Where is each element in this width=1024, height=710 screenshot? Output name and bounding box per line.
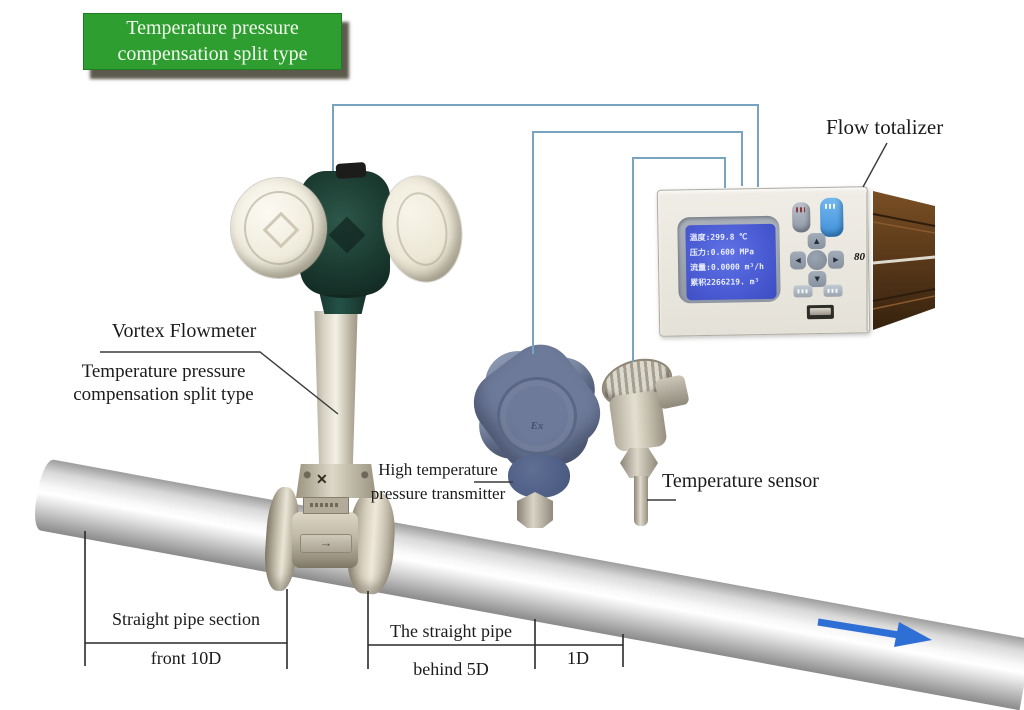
totalizer-size-marking: 80 (854, 251, 865, 263)
lcd-line-total: 累积2266219. m³ (690, 277, 760, 288)
totalizer-set-button[interactable] (791, 202, 811, 233)
dim-front-text-line1: Straight pipe section (112, 609, 260, 629)
totalizer-right-bottom-button[interactable] (823, 284, 843, 297)
lcd-line-flow: 流量:0.0000 m³/h (690, 261, 764, 273)
totalizer-lcd-screen: 温度:299.8 ℃ 压力:0.600 MPa 流量:0.0000 m³/h 累… (685, 223, 777, 301)
lcd-line-temperature: 温度:299.8 ℃ (689, 232, 748, 243)
totalizer-left-bottom-button[interactable] (793, 285, 813, 298)
flow-totalizer-panel: 温度:299.8 ℃ 压力:0.600 MPa 流量:0.0000 m³/h 累… (656, 186, 871, 337)
pressure-transmitter-face: Ex (497, 377, 577, 455)
temperature-sensor-conduit (654, 374, 690, 410)
vortex-sublabel-line1: Temperature pressure (81, 361, 246, 382)
pressure-transmitter-lower-cell (508, 454, 570, 498)
vortex-flowmeter-sublabel: Temperature pressure compensation split … (56, 360, 271, 406)
usb-port (806, 304, 835, 320)
dpad-up-icon[interactable]: ▲ (807, 232, 826, 250)
pressure-transmitter-label-line1: High temperature (378, 460, 498, 479)
flowmeter-brand-x-icon: ✕ (316, 473, 328, 488)
dpad-left-icon[interactable]: ◀ (789, 251, 807, 270)
flowmeter-bracket (296, 464, 376, 498)
flow-direction-tag-icon: → (319, 535, 333, 550)
cable-flowmeter-to-totalizer (332, 104, 759, 187)
flowmeter-direction-plate: → (300, 534, 352, 553)
pressure-transmitter-label: High temperature pressure transmitter (356, 458, 520, 506)
totalizer-screen-bezel: 温度:299.8 ℃ 压力:0.600 MPa 流量:0.0000 m³/h 累… (677, 215, 781, 304)
lcd-line-pressure: 压力:0.600 MPa (689, 247, 755, 258)
pressure-transmitter-hex-fitting (517, 492, 553, 528)
leader-flow-totalizer (862, 142, 888, 188)
temperature-sensor-hex-nut (620, 448, 658, 478)
flowmeter-stem (314, 311, 358, 469)
vortex-sublabel-line2: compensation split type (73, 384, 254, 405)
title-badge-line2: compensation split type (117, 43, 308, 65)
dpad-right-icon[interactable]: ▶ (827, 250, 845, 269)
dim-behind-text-line2: behind 5D (413, 659, 489, 679)
ex-marking: Ex (530, 420, 544, 432)
flowmeter-head-top-knob (335, 161, 367, 180)
totalizer-menu-button[interactable] (819, 197, 844, 238)
temperature-sensor-label: Temperature sensor (662, 470, 819, 492)
title-badge: Temperature pressure compensation split … (83, 13, 342, 70)
title-badge-line1: Temperature pressure (126, 17, 299, 39)
flowmeter-nameplate (303, 497, 349, 514)
dpad-center-button[interactable] (806, 249, 828, 271)
flowmeter-end-cap-left (231, 178, 327, 278)
dim-behind-text-line1: The straight pipe (390, 621, 512, 641)
totalizer-dpad[interactable]: ▲ ▼ ◀ ▶ (789, 232, 845, 288)
dim-front-text-line2: front 10D (150, 648, 222, 668)
pressure-transmitter-label-line2: pressure transmitter (370, 484, 506, 503)
vortex-flowmeter-label: Vortex Flowmeter (111, 320, 257, 342)
flow-totalizer-label: Flow totalizer (826, 115, 944, 139)
temperature-sensor-probe (634, 476, 648, 526)
totalizer-side-case (866, 191, 936, 331)
dim-1d-text: 1D (567, 648, 589, 668)
